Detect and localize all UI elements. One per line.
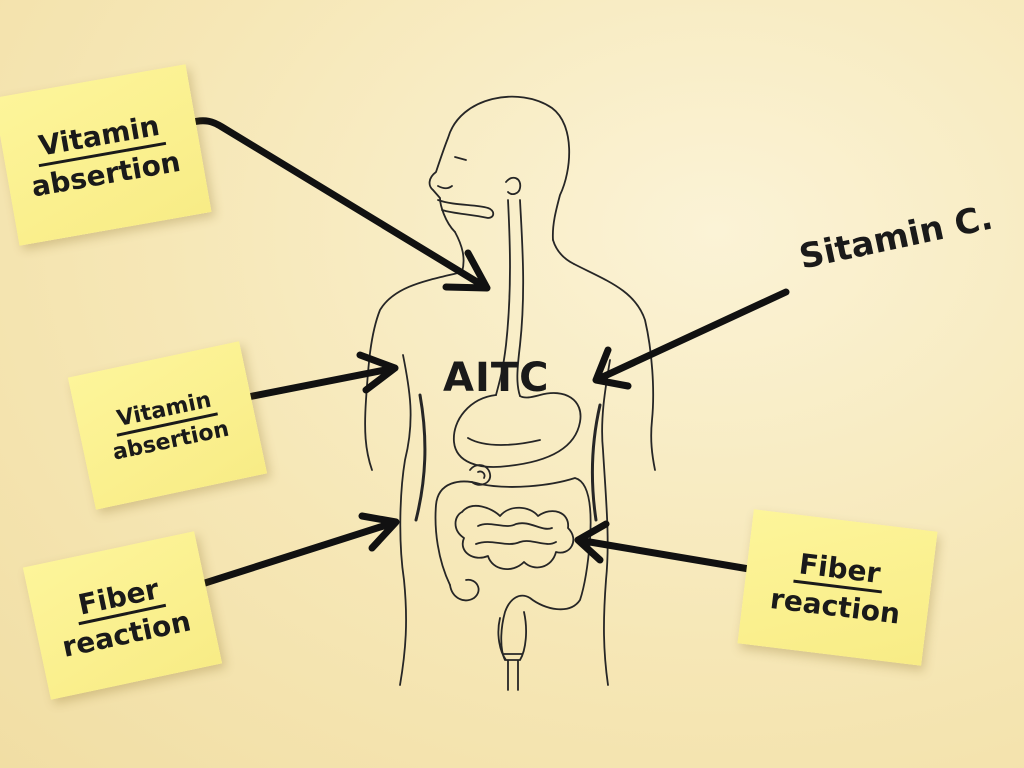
neck-right <box>552 239 575 265</box>
ear <box>505 176 522 195</box>
nostril <box>437 185 453 190</box>
left-flank <box>414 393 427 522</box>
cecum-appendix <box>449 578 480 602</box>
mouth-oral-cavity <box>437 199 495 219</box>
stomach <box>453 392 582 468</box>
sticky-note-bottom-right: Fiber reaction <box>737 509 938 666</box>
left-shoulder-arm <box>364 271 463 471</box>
liver-duodenum <box>469 464 491 486</box>
head-outline <box>428 95 571 241</box>
arrow-middle-left <box>244 351 399 401</box>
right-shoulder-arm <box>573 263 656 471</box>
left-side-torso <box>399 354 412 686</box>
arrow-top-left <box>186 117 491 292</box>
arrow-bottom-left <box>201 512 400 587</box>
arrows <box>186 117 790 587</box>
arrow-bottom-right <box>574 520 759 574</box>
rectum <box>497 611 527 691</box>
neck-left <box>454 231 465 273</box>
digestive-tract <box>434 199 592 691</box>
human-figure <box>364 95 656 686</box>
center-label: AITC <box>443 355 550 401</box>
large-intestine <box>434 477 592 661</box>
esophagus <box>495 199 525 397</box>
arrow-right-vitamin <box>592 288 790 390</box>
right-flank <box>591 403 602 522</box>
small-intestine <box>454 504 575 570</box>
eye <box>454 156 467 161</box>
